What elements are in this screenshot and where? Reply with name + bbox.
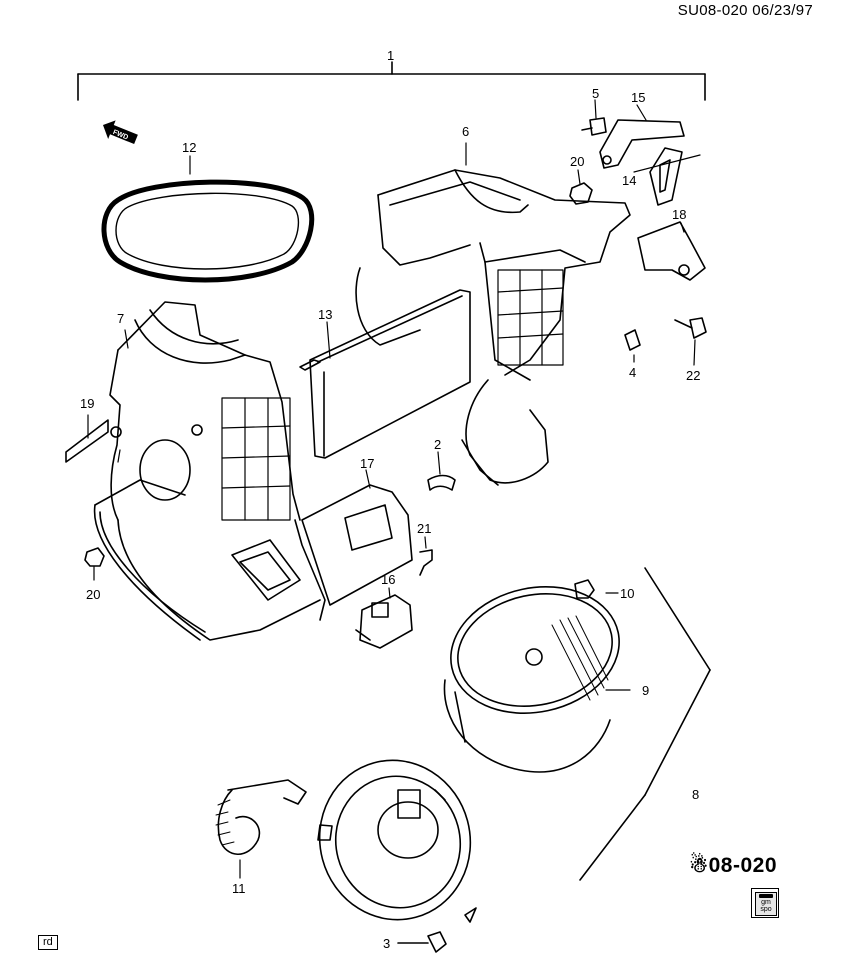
- blower-housing: [93, 301, 326, 641]
- screw-21: [419, 549, 433, 576]
- fwd-arrow-icon: FWD: [103, 120, 138, 145]
- cover-plate: [301, 484, 413, 606]
- callout-20-upper: 20: [570, 154, 584, 169]
- clip-4: [624, 329, 641, 351]
- gm-spo-logo: gm spo: [751, 888, 779, 918]
- callout-17: 17: [360, 456, 374, 471]
- screw-3: [397, 931, 447, 953]
- callout-9: 9: [642, 683, 649, 698]
- wire-harness: [215, 779, 307, 856]
- callout-15: 15: [631, 90, 645, 105]
- leader-lines: [87, 99, 701, 879]
- blower-resistor: [355, 594, 413, 649]
- callout-10: 10: [620, 586, 634, 601]
- clip-2: [427, 474, 456, 491]
- assembly-bracket: [77, 61, 706, 101]
- callout-11: 11: [232, 881, 246, 896]
- nut-10: [574, 579, 595, 599]
- callout-labels: 1 2 3 4 5 6 7 8 9 10 11 12 13 14 15 16 1…: [80, 48, 700, 951]
- callout-20-lower: 20: [86, 587, 100, 602]
- upper-housing: [355, 169, 631, 486]
- callout-18: 18: [672, 207, 686, 222]
- blower-wheel: [443, 586, 620, 773]
- screw-5: [581, 117, 607, 136]
- callout-13: 13: [318, 307, 332, 322]
- callout-19: 19: [80, 396, 94, 411]
- callout-3: 3: [383, 936, 390, 951]
- callout-4: 4: [629, 365, 636, 380]
- callout-12: 12: [182, 140, 196, 155]
- bracket-15: [599, 119, 685, 169]
- motor-bracket: [579, 567, 711, 881]
- callout-14: 14: [622, 173, 636, 188]
- callout-8: 8: [692, 787, 699, 802]
- callout-7: 7: [117, 311, 124, 326]
- bracket-18: [637, 221, 706, 281]
- nut-20-upper: [569, 182, 593, 205]
- callout-22: 22: [686, 368, 700, 383]
- callout-5: 5: [592, 86, 599, 101]
- diagram-header: SU08-020 06/23/97: [677, 2, 813, 19]
- seal-ring: [101, 179, 315, 283]
- footer-tag: rd: [38, 935, 58, 950]
- nut-20-lower: [84, 547, 105, 567]
- callout-21: 21: [417, 521, 431, 536]
- blower-motor: [317, 759, 477, 923]
- bolt-22: [674, 317, 707, 339]
- callout-16: 16: [381, 572, 395, 587]
- catalog-reference: ☃08-020: [689, 854, 777, 877]
- evaporator-core: [299, 289, 471, 459]
- callout-1: 1: [387, 48, 394, 63]
- plate-19: [65, 419, 109, 463]
- callout-6: 6: [462, 124, 469, 139]
- bracket-14: [649, 147, 683, 206]
- callout-2: 2: [434, 437, 441, 452]
